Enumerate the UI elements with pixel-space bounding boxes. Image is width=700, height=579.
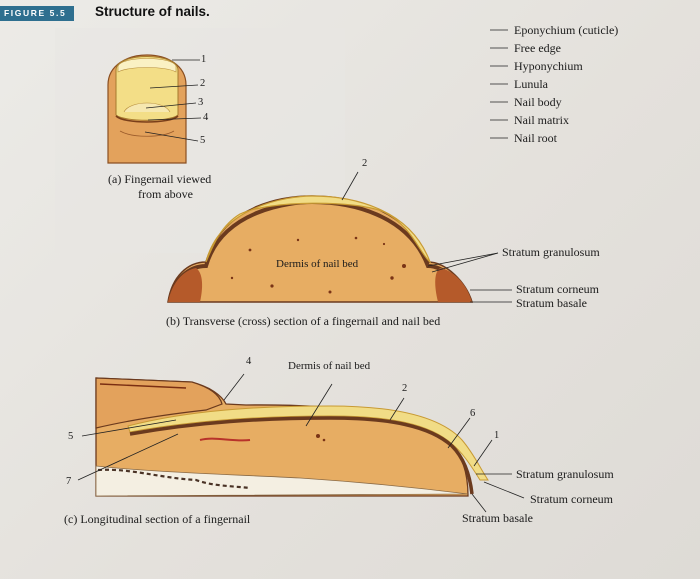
lateral-fold-left bbox=[168, 268, 203, 302]
panel-a-caption-line1: (a) Fingernail viewed bbox=[108, 172, 212, 186]
leader-a2 bbox=[149, 84, 199, 89]
bone-trabeculae bbox=[97, 468, 251, 490]
panel-c-stratum-basale: Stratum basale bbox=[462, 511, 533, 525]
panel-c-longitudinal bbox=[77, 373, 525, 513]
leader-a3 bbox=[145, 102, 197, 109]
panel-b-stratum-basale: Stratum basale bbox=[516, 296, 587, 310]
nail-root-line bbox=[119, 130, 175, 137]
panel-c-num-4: 4 bbox=[246, 356, 252, 367]
panel-a-num-4: 4 bbox=[203, 112, 209, 123]
free-edge-band bbox=[117, 58, 177, 73]
legend-item-4: Lunula bbox=[514, 77, 548, 91]
panel-c-num-1: 1 bbox=[494, 430, 500, 441]
panel-b-stratum-corneum: Stratum corneum bbox=[516, 282, 599, 296]
leader-c-basale bbox=[471, 493, 487, 513]
nail-plate bbox=[115, 56, 179, 121]
leader-c-corneum bbox=[483, 481, 525, 499]
leader-c1 bbox=[473, 439, 493, 467]
leader-b-granulosum-1 bbox=[427, 252, 499, 267]
lateral-fold-right bbox=[435, 268, 472, 302]
panel-b-num-2: 2 bbox=[362, 158, 368, 169]
leader-a4 bbox=[147, 117, 202, 121]
legend-item-3: Hyponychium bbox=[514, 59, 583, 73]
leader-c7 bbox=[77, 433, 179, 481]
panel-c-num-5: 5 bbox=[68, 431, 74, 442]
leader-c5 bbox=[81, 419, 177, 437]
panel-c-stratum-granulosum: Stratum granulosum bbox=[516, 467, 614, 481]
legend-item-2: Free edge bbox=[514, 41, 561, 55]
cuticle-line bbox=[115, 115, 179, 123]
nail-plate-cross bbox=[205, 195, 432, 264]
panel-c-caption: (c) Longitudinal section of a fingernail bbox=[64, 512, 251, 526]
panel-b-caption: (b) Transverse (cross) section of a fing… bbox=[166, 314, 441, 328]
leader-c6 bbox=[447, 417, 471, 449]
leader-c-dermis bbox=[305, 383, 333, 427]
panel-c-dermis-label: Dermis of nail bed bbox=[288, 360, 371, 372]
leader-c4 bbox=[223, 373, 245, 401]
figure-title: Structure of nails. bbox=[95, 4, 210, 19]
figure-tag: FIGURE 5.5 bbox=[0, 6, 75, 21]
panel-a-num-1: 1 bbox=[201, 54, 207, 65]
dermis-dots bbox=[230, 236, 406, 294]
panel-b-transverse bbox=[167, 171, 512, 303]
panel-c-num-2: 2 bbox=[402, 383, 408, 394]
panel-a-num-2: 2 bbox=[200, 78, 206, 89]
panel-a-num-5: 5 bbox=[200, 135, 206, 146]
panel-a-caption-line2: from above bbox=[138, 187, 193, 201]
fold-detail bbox=[99, 383, 187, 389]
blood-vessel bbox=[199, 437, 251, 442]
leader-b-granulosum-2 bbox=[431, 252, 499, 273]
nail-plate-long bbox=[127, 405, 489, 481]
panel-b-stratum-granulosum: Stratum granulosum bbox=[502, 245, 600, 259]
leader-c2 bbox=[389, 397, 405, 421]
panel-a-fingertip bbox=[107, 54, 202, 164]
legend-item-5: Nail body bbox=[514, 95, 562, 109]
legend-item-6: Nail matrix bbox=[514, 113, 569, 127]
nail-bed-basale bbox=[129, 416, 474, 495]
panel-b-dermis-label: Dermis of nail bed bbox=[276, 258, 359, 270]
legend-item-7: Nail root bbox=[514, 131, 557, 145]
panel-c-stratum-corneum: Stratum corneum bbox=[530, 492, 613, 506]
leader-b2 bbox=[341, 171, 359, 201]
leader-a5 bbox=[144, 131, 199, 142]
panel-a-num-3: 3 bbox=[198, 97, 204, 108]
legend-item-1: Eponychium (cuticle) bbox=[514, 23, 619, 37]
proximal-nail-fold bbox=[95, 377, 223, 429]
panel-c-num-7: 7 bbox=[66, 476, 72, 487]
panel-c-num-6: 6 bbox=[470, 408, 476, 419]
legend-keylines bbox=[490, 29, 508, 139]
bone-layer bbox=[95, 465, 469, 497]
